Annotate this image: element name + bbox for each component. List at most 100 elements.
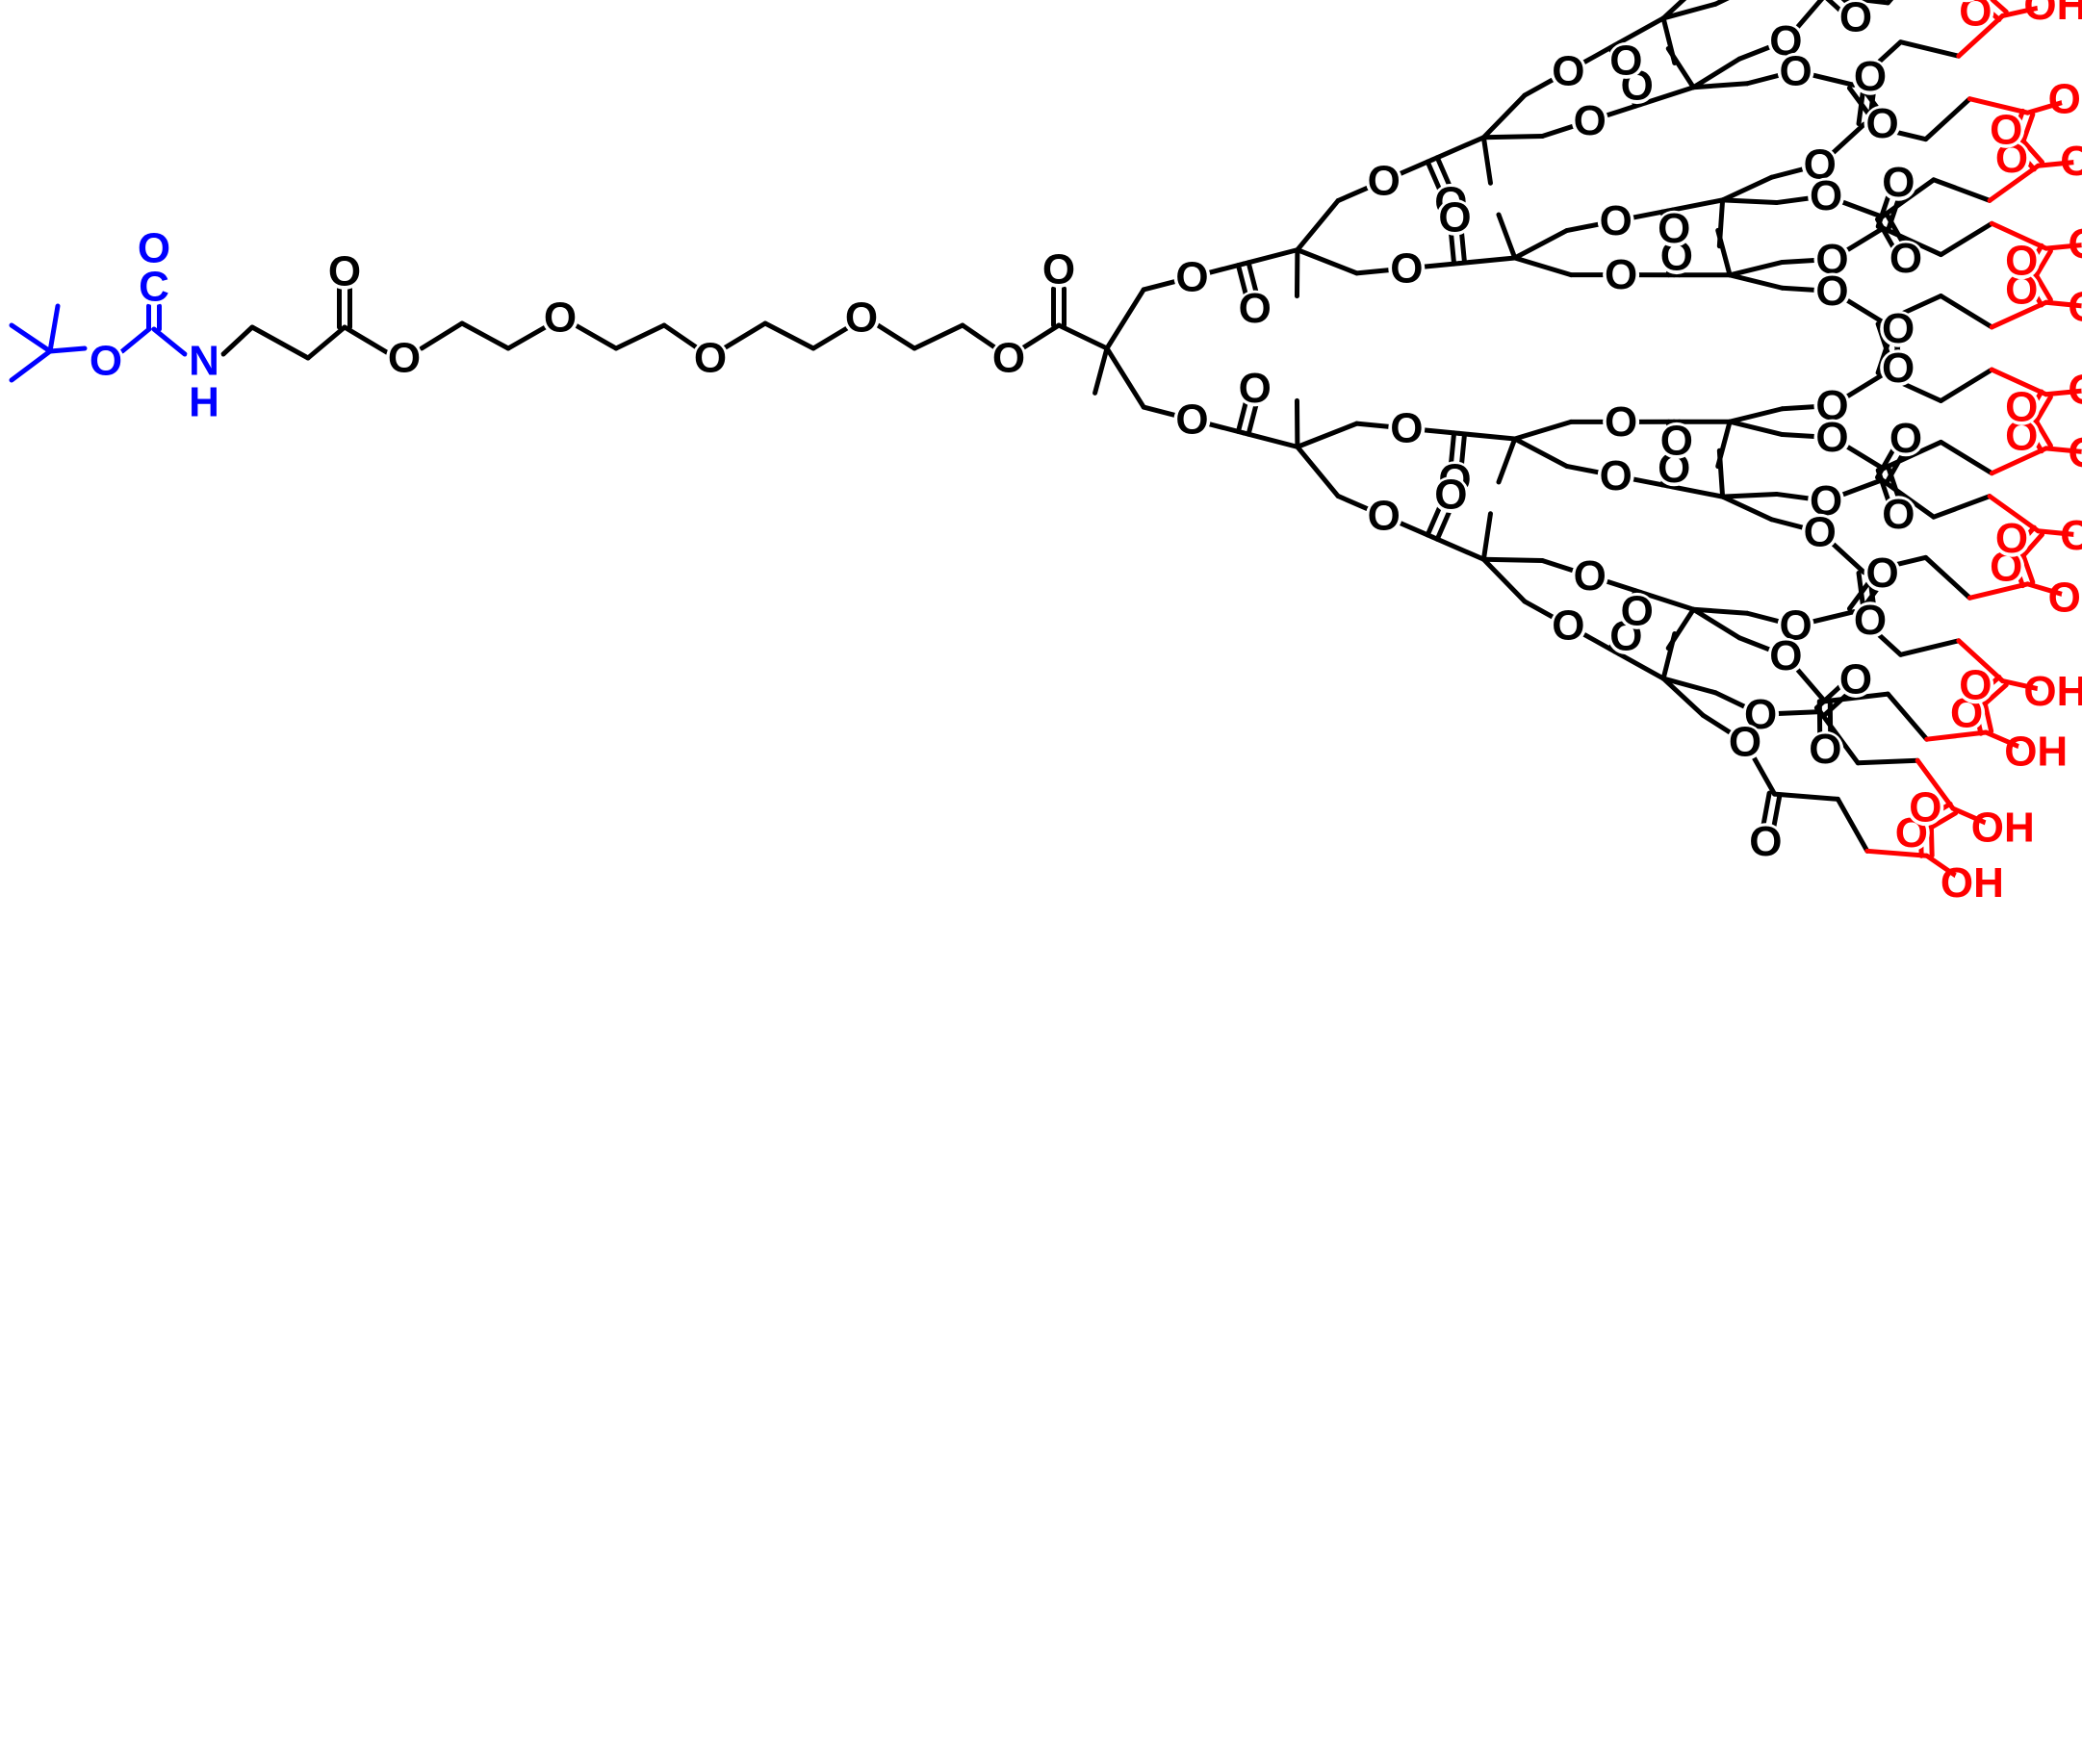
methylene-bond bbox=[1727, 259, 1786, 278]
acid-carbonyl-oxygen-label: O bbox=[2005, 383, 2038, 430]
methylene-bond bbox=[1923, 96, 1972, 142]
carboxylic-acid-hydroxyl-label: OH bbox=[1941, 859, 2004, 907]
methylene-bond bbox=[1772, 791, 1840, 802]
methyl-bond bbox=[1716, 447, 1726, 499]
atom-label-backdrop bbox=[1656, 449, 1693, 487]
atom-label-backdrop bbox=[386, 340, 423, 376]
atom-label-backdrop bbox=[1992, 140, 2030, 177]
atom-label-backdrop bbox=[1807, 730, 1844, 768]
ester-oxygen-label: O bbox=[388, 335, 421, 382]
methylene-bond bbox=[1938, 220, 1994, 258]
acid-bond bbox=[1989, 367, 2049, 397]
atom-label-backdrop bbox=[1747, 823, 1785, 860]
peg-chain-bond bbox=[459, 320, 511, 351]
atom-label-backdrop bbox=[1365, 498, 1402, 535]
methylene-bond bbox=[1660, 0, 1687, 21]
acid-bond bbox=[1987, 494, 2041, 534]
methylene-bond bbox=[1660, 676, 1706, 718]
carbamate-bond bbox=[151, 326, 188, 357]
methylene-bond bbox=[1727, 406, 1786, 424]
atom-label-backdrop bbox=[1571, 557, 1608, 595]
carbonyl-oxygen-label: O bbox=[1434, 472, 1467, 519]
atom-label-backdrop bbox=[1808, 482, 1845, 520]
carbonyl-oxygen-label: O bbox=[1809, 726, 1841, 773]
acid-hydroxyl-bond bbox=[2043, 446, 2082, 454]
methylene-bond bbox=[1727, 272, 1786, 291]
methyl-bond bbox=[1496, 436, 1518, 485]
atom-label-backdrop bbox=[1388, 249, 1426, 287]
carboxylic-acid-hydroxyl-label: OH bbox=[2060, 512, 2082, 559]
carbonyl-oxygen-label: O bbox=[1839, 0, 1872, 41]
carbamate-carbon-label: C bbox=[139, 264, 169, 311]
carbonyl-oxygen-label: O bbox=[1854, 53, 1887, 100]
atom-label-backdrop bbox=[1984, 809, 2021, 847]
methylene-bond bbox=[1938, 439, 1994, 476]
tert-butyl-bond bbox=[9, 348, 53, 383]
atom-label-backdrop bbox=[1958, 0, 1976, 3]
atom-label-backdrop bbox=[1801, 146, 1838, 184]
atom-label-backdrop bbox=[1432, 476, 1470, 514]
methylene-bond bbox=[1720, 197, 1780, 206]
acid-hydroxyl-bond bbox=[2043, 299, 2082, 309]
atom-label-backdrop bbox=[1887, 240, 1924, 277]
peg-chain-bond bbox=[661, 322, 701, 351]
carboxylic-acid-hydroxyl-label: OH bbox=[1971, 805, 2035, 852]
alkyl-chain-bond bbox=[249, 324, 311, 361]
acid-bond bbox=[1989, 220, 2049, 251]
ester-oxygen-label: O bbox=[1368, 493, 1401, 540]
acid-bond bbox=[1989, 446, 2049, 476]
atom-label-backdrop bbox=[2073, 145, 2082, 177]
ester-bond bbox=[1429, 135, 1486, 163]
carbonyl-oxygen-label: O bbox=[1889, 235, 1922, 282]
acid-bond bbox=[1864, 848, 1930, 858]
acid-bond bbox=[1989, 299, 2049, 330]
acid-carbonyl-oxygen-label: O bbox=[1959, 662, 1992, 709]
ether-oxygen-label: O bbox=[694, 335, 727, 382]
atom-label-backdrop bbox=[1755, 0, 1766, 1]
peg-chain-bond bbox=[960, 322, 999, 351]
atom-label-backdrop bbox=[1813, 272, 1851, 310]
methylene-bond bbox=[1480, 92, 1528, 141]
atom-label-backdrop bbox=[1880, 164, 1917, 201]
ester-bond bbox=[1456, 430, 1518, 442]
tert-butyl-bond bbox=[47, 303, 61, 354]
atom-label-backdrop bbox=[1618, 592, 1656, 629]
atom-label-backdrop bbox=[1801, 513, 1838, 550]
methyl-bond bbox=[1496, 212, 1518, 261]
ester-bond bbox=[1665, 197, 1726, 214]
acid-bond bbox=[1956, 638, 2006, 684]
acid-hydroxyl-bond bbox=[2043, 388, 2082, 397]
amide-nitrogen-label: N bbox=[189, 338, 219, 385]
ester-oxygen-label: O bbox=[1769, 632, 1802, 679]
alkyl-chain-bond bbox=[305, 324, 347, 361]
atom-label-backdrop bbox=[1880, 496, 1917, 533]
carbonyl-oxygen-label: O bbox=[1882, 345, 1915, 392]
methylene-bond bbox=[1295, 198, 1341, 253]
ester-oxygen-label: O bbox=[1815, 268, 1848, 315]
peg-chain-bond bbox=[419, 320, 465, 351]
acid-carbonyl-oxygen-label: O bbox=[1909, 784, 1941, 831]
atom-label-backdrop bbox=[1550, 52, 1587, 89]
carbonyl-oxygen-label: O bbox=[1239, 365, 1272, 412]
carbonyl-oxygen-label: O bbox=[1658, 205, 1690, 252]
atom-label-backdrop bbox=[2037, 673, 2074, 710]
carbamate-carbonyl-oxygen-label: O bbox=[138, 225, 170, 272]
atom-label-backdrop bbox=[1656, 210, 1693, 247]
methylene-bond bbox=[1898, 39, 1962, 59]
atom-label-backdrop bbox=[1436, 198, 1474, 236]
methylene-bond bbox=[1720, 174, 1774, 203]
atom-label-backdrop bbox=[136, 268, 172, 305]
atom-label-backdrop bbox=[1603, 256, 1640, 294]
carbamate-oxygen-label: O bbox=[90, 338, 122, 385]
methylene-bond bbox=[1512, 419, 1574, 442]
atom-label-backdrop bbox=[1813, 419, 1851, 456]
atom-label-backdrop bbox=[1880, 349, 1917, 387]
atom-label-backdrop bbox=[1988, 549, 2025, 586]
ester-oxygen-label: O bbox=[1605, 251, 1637, 298]
ester-oxygen-label: O bbox=[1600, 197, 1632, 244]
atom-label-backdrop bbox=[1887, 420, 1924, 457]
acid-bond bbox=[1915, 757, 1956, 811]
carbonyl-oxygen-label: O bbox=[1621, 587, 1654, 634]
ester-oxygen-label: O bbox=[1552, 47, 1584, 94]
ester-oxygen-label: O bbox=[1600, 452, 1632, 499]
